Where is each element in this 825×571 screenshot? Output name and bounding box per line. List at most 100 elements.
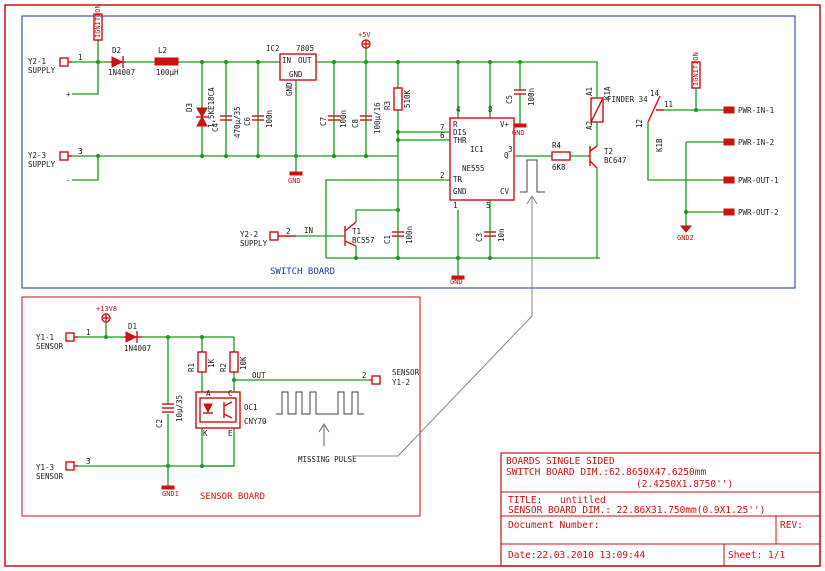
- svg-text:THR: THR: [453, 136, 467, 145]
- svg-text:GND2: GND2: [677, 234, 694, 242]
- svg-text:100n: 100n: [265, 110, 274, 128]
- svg-text:5: 5: [486, 201, 491, 210]
- resistor-r3: R3 510K: [383, 87, 412, 111]
- cap-c1: C1 100n: [383, 226, 414, 244]
- svg-text:D3: D3: [185, 103, 194, 112]
- y2-1-sub: SUPPLY: [28, 66, 56, 75]
- switch-board-label: SWITCH BOARD: [270, 267, 335, 277]
- connector-y1-1[interactable]: Y1-1 SENSOR 1: [36, 328, 91, 351]
- sensor-dim: SENSOR BOARD DIM.: 22.86X31.750mm(0.9X1.…: [508, 505, 765, 516]
- svg-text:NE555: NE555: [462, 164, 485, 173]
- link-arrow: [352, 195, 538, 457]
- svg-text:12: 12: [635, 119, 644, 128]
- svg-text:10K: 10K: [239, 356, 248, 370]
- svg-text:GND: GND: [450, 278, 463, 286]
- title-line2: SWITCH BOARD DIM.:62.8650X47.6250mm: [506, 467, 706, 478]
- svg-text:10n: 10n: [497, 228, 506, 242]
- svg-text:2: 2: [362, 371, 367, 380]
- gnd1-symbol: GND1: [161, 485, 179, 498]
- gnd-symbol-1: GND: [288, 171, 303, 185]
- missing-pulse-wave: [276, 391, 364, 415]
- svg-text:7: 7: [440, 123, 445, 132]
- output-pwr-in-2[interactable]: PWR-IN-2: [723, 138, 774, 147]
- y2-3-pin: 3: [78, 147, 83, 156]
- svg-text:14: 14: [650, 89, 660, 98]
- svg-text:100µH: 100µH: [156, 68, 179, 77]
- svg-text:Y1-3: Y1-3: [36, 463, 54, 472]
- cap-c7: C7 100n: [319, 110, 348, 128]
- svg-text:100µ/16: 100µ/16: [373, 102, 382, 134]
- svg-text:K: K: [203, 429, 208, 438]
- svg-text:CV: CV: [500, 187, 510, 196]
- svg-text:OC1: OC1: [244, 403, 258, 412]
- svg-text:SENSOR: SENSOR: [36, 342, 64, 351]
- svg-text:SUPPLY: SUPPLY: [240, 239, 268, 248]
- svg-text:A: A: [206, 389, 211, 398]
- sensor-board-label: SENSOR BOARD: [200, 492, 265, 502]
- plus-sign: +: [66, 90, 71, 99]
- timer-ic1: R V+ DIS THR IC1 Q NE555 TR GND CV 4 8 7…: [440, 105, 515, 210]
- inductor-l2: L2 100µH: [154, 46, 179, 77]
- svg-text:1N4007: 1N4007: [124, 344, 151, 353]
- sensor-board-outline: [21, 296, 421, 517]
- connector-y1-2[interactable]: SENSOR Y1-2 2: [362, 368, 420, 387]
- connector-y2-1[interactable]: Y2-1 SUPPLY 1: [28, 53, 83, 75]
- output-pwr-out-2[interactable]: PWR-OUT-2: [723, 208, 779, 217]
- cap-c5: C5 100n: [505, 88, 536, 108]
- svg-text:C2: C2: [155, 419, 164, 428]
- svg-text:PWR-OUT-2: PWR-OUT-2: [738, 208, 779, 217]
- title-value: untitled: [560, 495, 606, 506]
- resistor-r4: R4 6K8: [551, 141, 571, 172]
- switch-board-outline: [21, 15, 796, 289]
- gnd-symbol-4: GND2: [677, 225, 694, 242]
- svg-text:OUT: OUT: [298, 56, 312, 65]
- connector-y2-3[interactable]: Y2-3 SUPPLY 3: [28, 147, 83, 169]
- y2-1-name: Y2-1: [28, 57, 46, 66]
- svg-text:Y2-2: Y2-2: [240, 230, 258, 239]
- svg-text:V+: V+: [500, 120, 510, 129]
- svg-text:R1: R1: [187, 363, 196, 372]
- svg-text:R2: R2: [219, 363, 228, 372]
- svg-text:470µ/35: 470µ/35: [233, 106, 242, 138]
- output-pwr-in-1[interactable]: PWR-IN-1: [723, 106, 774, 115]
- y2-3-name: Y2-3: [28, 151, 46, 160]
- output-pulse-wave: [520, 159, 545, 193]
- outer-frame: [4, 4, 821, 567]
- title-block: BOARDS SINGLE SIDED SWITCH BOARD DIM.:62…: [500, 452, 821, 567]
- svg-text:Y1-1: Y1-1: [36, 333, 54, 342]
- connector-y1-3[interactable]: Y1-3 SENSOR 3: [36, 457, 91, 481]
- svg-text:A2: A2: [585, 121, 594, 130]
- optocoupler-oc1: A K C E OC1 CNY70: [195, 389, 267, 438]
- cap-c2: C2 10µ/35: [155, 395, 184, 428]
- svg-text:3: 3: [86, 457, 91, 466]
- svg-text:1K: 1K: [207, 358, 216, 368]
- svg-text:10µ/35: 10µ/35: [175, 395, 184, 422]
- minus-sign: -: [66, 176, 71, 185]
- tvs-d3: D3 1,5KE18CA: [185, 87, 216, 128]
- title-label: TITLE:: [508, 495, 542, 506]
- svg-text:IGNITION: IGNITION: [692, 52, 700, 86]
- svg-text:C5: C5: [505, 95, 514, 104]
- svg-text:SENSOR: SENSOR: [36, 472, 64, 481]
- title-line1: BOARDS SINGLE SIDED: [506, 456, 615, 467]
- svg-text:D1: D1: [128, 322, 137, 331]
- svg-text:K1B: K1B: [655, 138, 664, 152]
- connector-y2-2[interactable]: Y2-2 SUPPLY 2 IN: [240, 226, 313, 248]
- svg-text:K1A: K1A: [603, 86, 612, 100]
- svg-text:IC2: IC2: [266, 44, 280, 53]
- output-pwr-out-1[interactable]: PWR-OUT-1: [723, 176, 779, 185]
- doc-number: Document Number:: [508, 520, 600, 531]
- svg-text:PWR-IN-2: PWR-IN-2: [738, 138, 774, 147]
- diode-d2: D2 1N4007: [108, 46, 135, 77]
- svg-text:Y1-2: Y1-2: [392, 378, 410, 387]
- svg-text:GND1: GND1: [162, 490, 179, 498]
- svg-text:IC1: IC1: [470, 145, 484, 154]
- svg-text:CNY70: CNY70: [244, 417, 267, 426]
- svg-text:+5V: +5V: [358, 31, 371, 39]
- svg-text:1,5KE18CA: 1,5KE18CA: [207, 87, 216, 128]
- svg-text:GND: GND: [289, 70, 303, 79]
- svg-text:BC647: BC647: [604, 156, 627, 165]
- resistor-r1: R1 1K: [187, 351, 216, 373]
- relay-contact-k1b: 11 12 14 K1B: [635, 89, 673, 152]
- svg-text:1: 1: [453, 201, 458, 210]
